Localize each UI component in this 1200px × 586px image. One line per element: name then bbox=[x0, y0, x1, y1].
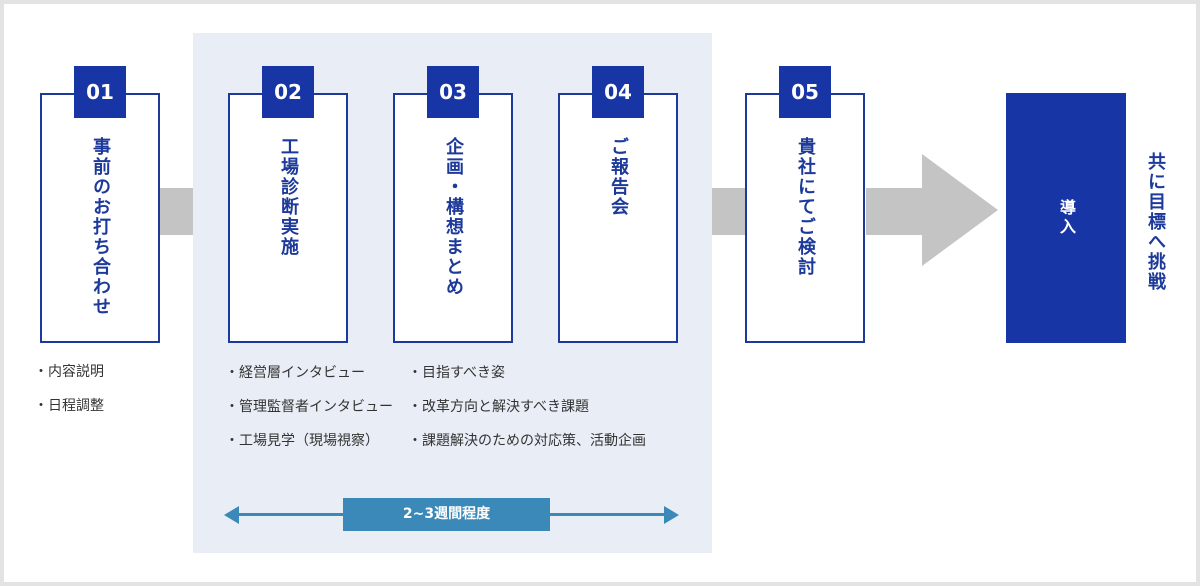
list-item: ・改革方向と解決すべき課題 bbox=[408, 399, 590, 415]
step-title: 事前のお打ち合わせ bbox=[90, 137, 111, 317]
duration-label: 2~3週間程度 bbox=[343, 498, 550, 531]
step-02-details: ・経営層インタビュー ・管理監督者インタビュー ・工場見学（現場視察） bbox=[225, 362, 393, 464]
step-02: 02 工場診断実施 bbox=[228, 66, 348, 343]
connector-04-05 bbox=[712, 188, 746, 235]
step-01-details: ・内容説明 ・日程調整 bbox=[34, 361, 104, 429]
step-03: 03 企画・構想まとめ bbox=[393, 66, 513, 343]
step-number: 01 bbox=[74, 66, 126, 118]
step-number: 03 bbox=[427, 66, 479, 118]
duration-arrow-left-icon bbox=[224, 506, 239, 524]
step-title: ご報告会 bbox=[608, 137, 629, 217]
step-04: 04 ご報告会 bbox=[558, 66, 678, 343]
arrow-to-final-head bbox=[922, 154, 998, 266]
list-item: ・内容説明 bbox=[34, 364, 104, 380]
step-number: 04 bbox=[592, 66, 644, 118]
step-title: 企画・構想まとめ bbox=[443, 137, 464, 297]
step-title: 工場診断実施 bbox=[278, 137, 299, 257]
step-number: 02 bbox=[262, 66, 314, 118]
list-item: ・経営層インタビュー bbox=[225, 365, 365, 381]
step-number: 05 bbox=[779, 66, 831, 118]
step-title: 貴社にてご検討 bbox=[795, 137, 816, 277]
list-item: ・管理監督者インタビュー bbox=[225, 399, 393, 415]
duration-arrow-right-icon bbox=[664, 506, 679, 524]
list-item: ・目指すべき姿 bbox=[408, 365, 506, 381]
step-03-details: ・目指すべき姿 ・改革方向と解決すべき課題 ・課題解決のための対応策、活動企画 bbox=[408, 362, 646, 464]
list-item: ・日程調整 bbox=[34, 398, 104, 414]
arrow-to-final-body bbox=[866, 188, 924, 235]
duration-indicator: 2~3週間程度 bbox=[224, 498, 679, 531]
goal-challenge-text: 共に目標へ挑戦 bbox=[1145, 152, 1166, 292]
list-item: ・工場見学（現場視察） bbox=[225, 433, 379, 449]
final-step-title: 導入 bbox=[1057, 199, 1076, 237]
step-01: 01 事前のお打ち合わせ bbox=[40, 66, 160, 343]
final-step-introduction: 導入 bbox=[1006, 93, 1126, 343]
connector-01-02 bbox=[158, 188, 193, 235]
list-item: ・課題解決のための対応策、活動企画 bbox=[408, 433, 646, 449]
step-05: 05 貴社にてご検討 bbox=[745, 66, 865, 343]
